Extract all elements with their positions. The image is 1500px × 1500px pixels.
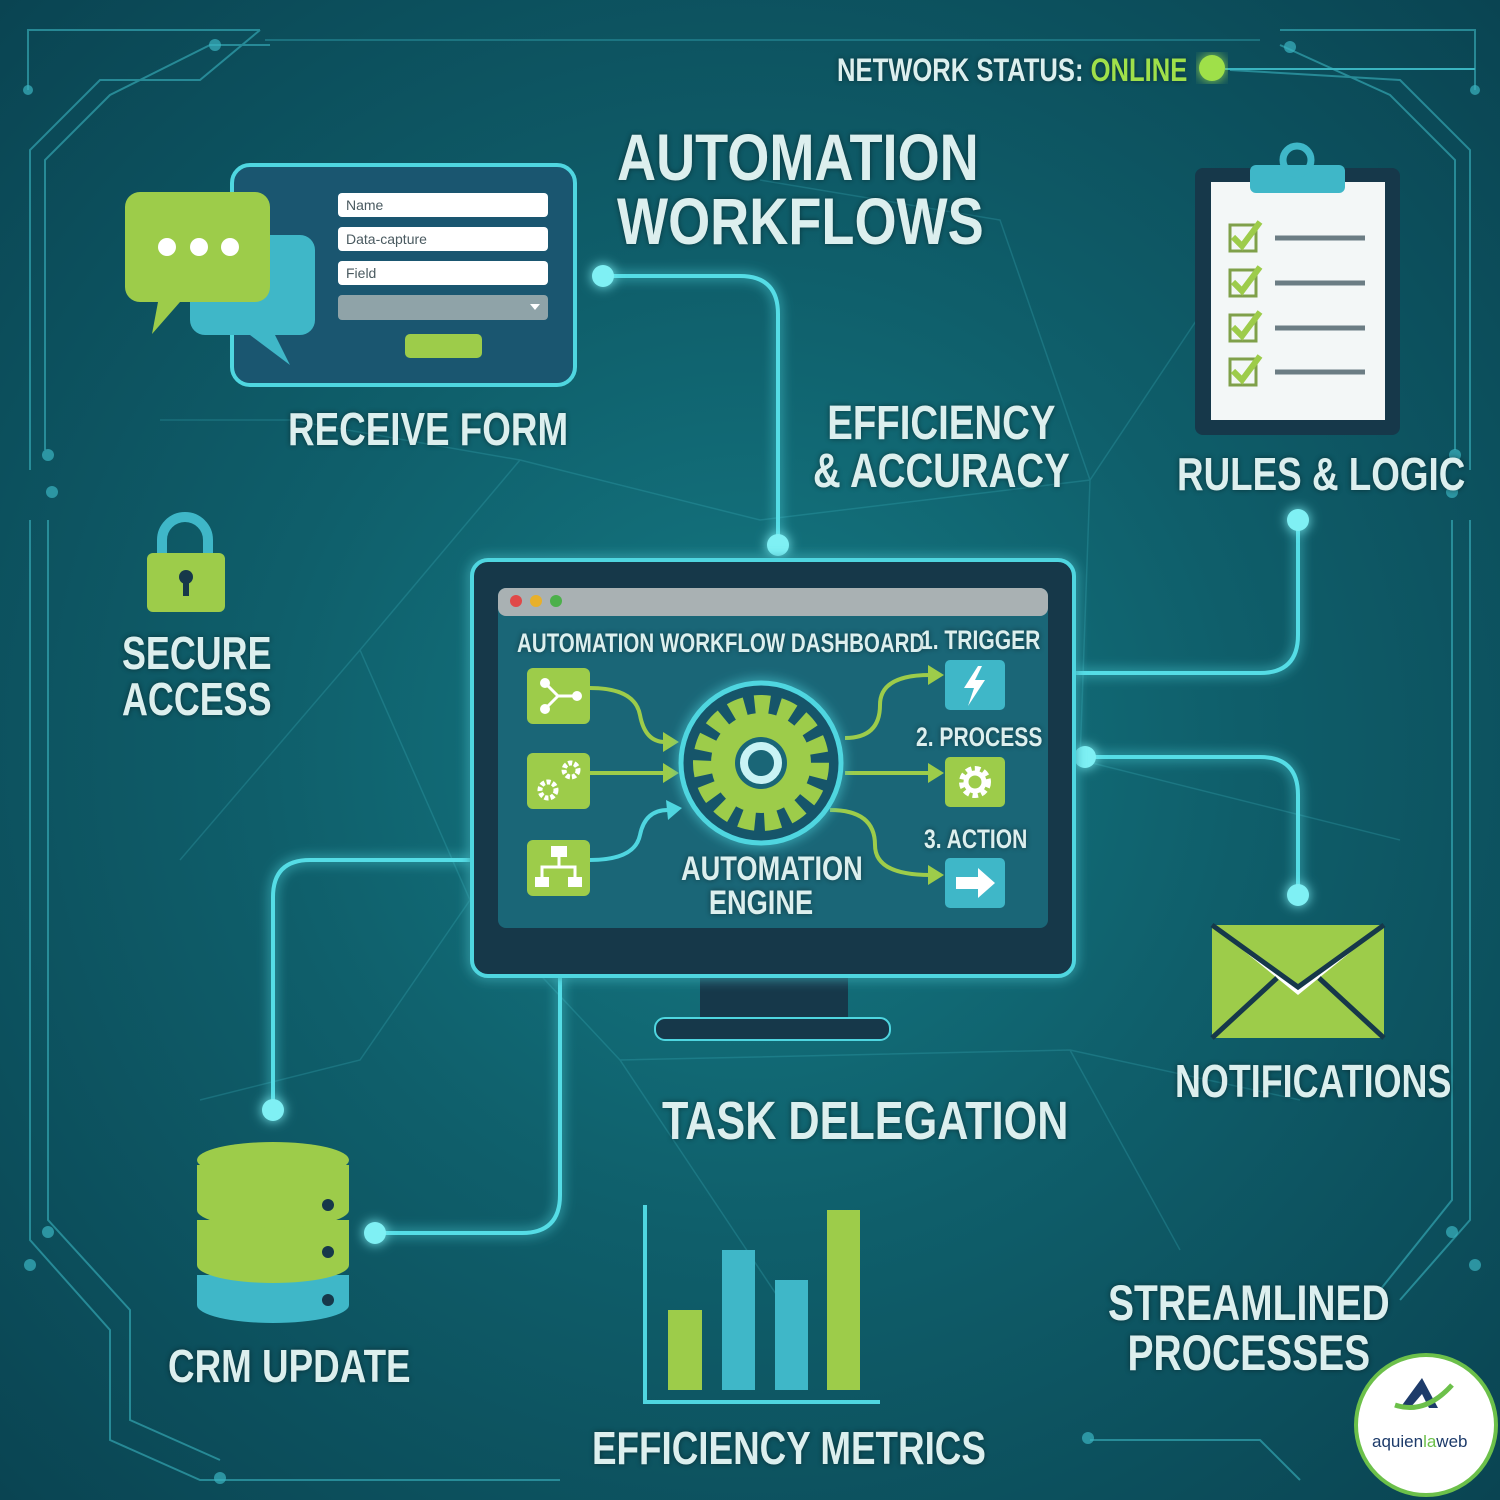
connector-node: [262, 1099, 284, 1121]
automation-engine-gear-icon: [678, 680, 844, 846]
connector-node: [1287, 884, 1309, 906]
form-field-field[interactable]: Field: [338, 261, 548, 285]
window-titlebar: [498, 588, 1048, 616]
streamlined-line-2: PROCESSES: [1127, 1325, 1371, 1381]
connector-node: [1287, 509, 1309, 531]
efficiency-accuracy-label: EFFICIENCY& ACCURACY: [813, 400, 1070, 496]
input-node-hierarchy-icon: [527, 840, 590, 896]
network-status-label: NETWORK STATUS:: [837, 52, 1084, 88]
connector-node: [767, 534, 789, 556]
efficiency-line-2: & ACCURACY: [813, 445, 1070, 498]
dashboard-title: AUTOMATION WORKFLOW DASHBOARD: [517, 628, 925, 658]
engine-line-2: ENGINE: [708, 884, 814, 922]
connector-node: [592, 265, 614, 287]
step-process-label: 2. PROCESS: [916, 722, 1043, 752]
connector-node: [1074, 746, 1096, 768]
bar: [775, 1280, 808, 1390]
notifications-caption: NOTIFICATIONS: [1175, 1055, 1452, 1107]
window-minimize-button: [530, 595, 542, 607]
efficiency-line-1: EFFICIENCY: [827, 397, 1056, 450]
network-status-value: ONLINE: [1090, 52, 1188, 88]
logo-text-green: la: [1423, 1432, 1437, 1451]
rules-logic-caption: RULES & LOGIC: [1177, 448, 1466, 500]
aquienlaweb-logo: [1354, 1353, 1498, 1497]
window-close-button: [510, 595, 522, 607]
step-action-label: 3. ACTION: [924, 824, 1028, 854]
receive-form-caption: RECEIVE FORM: [288, 403, 569, 455]
dropdown-caret-icon: [530, 304, 540, 310]
bar: [722, 1250, 755, 1390]
efficiency-bar-chart: [643, 1205, 880, 1404]
logo-text-dark: aquien: [1372, 1432, 1424, 1451]
input-node-share-icon: [527, 668, 590, 724]
form-field-name[interactable]: Name: [338, 193, 548, 217]
crm-update-caption: CRM UPDATE: [168, 1340, 411, 1392]
engine-line-1: AUTOMATION: [681, 850, 863, 888]
clipboard-checklist-icon: [1195, 142, 1400, 435]
logo-text: aquienlaweb: [1372, 1432, 1467, 1452]
input-node-gears-icon: [527, 753, 590, 809]
connector-lines: [271, 274, 1300, 1235]
logo-text-end: web: [1436, 1432, 1468, 1451]
title-line-2: WORKFLOWS: [617, 184, 984, 258]
online-indicator-icon: [1199, 55, 1225, 81]
chat-bubbles-icon: [125, 192, 315, 365]
bar: [668, 1310, 702, 1390]
form-dropdown[interactable]: [338, 295, 548, 320]
form-submit-button: [405, 334, 482, 358]
envelope-icon: [1210, 922, 1386, 1040]
network-status: NETWORK STATUS: ONLINE: [837, 54, 1187, 86]
form-field-data-capture[interactable]: Data-capture: [338, 227, 548, 251]
streamlined-line-1: STREAMLINED: [1108, 1275, 1390, 1331]
secure-line-1: SECURE: [122, 627, 272, 679]
database-icon: [197, 1142, 349, 1323]
secure-line-2: ACCESS: [122, 673, 272, 725]
lock-icon: [147, 512, 225, 612]
title-line-1: AUTOMATION: [617, 120, 979, 194]
efficiency-metrics-caption: EFFICIENCY METRICS: [592, 1422, 986, 1474]
task-delegation-caption: TASK DELEGATION: [662, 1091, 1069, 1151]
gear-icon: [945, 757, 1005, 807]
form-submit-button[interactable]: [405, 334, 482, 358]
connector-node: [364, 1222, 386, 1244]
circuit-border: [27, 29, 1476, 1481]
bar: [827, 1210, 860, 1390]
step-trigger-label: 1. TRIGGER: [921, 625, 1041, 655]
arrow-right-icon: [945, 858, 1005, 908]
window-maximize-button: [550, 595, 562, 607]
lightning-icon: [945, 660, 1005, 710]
